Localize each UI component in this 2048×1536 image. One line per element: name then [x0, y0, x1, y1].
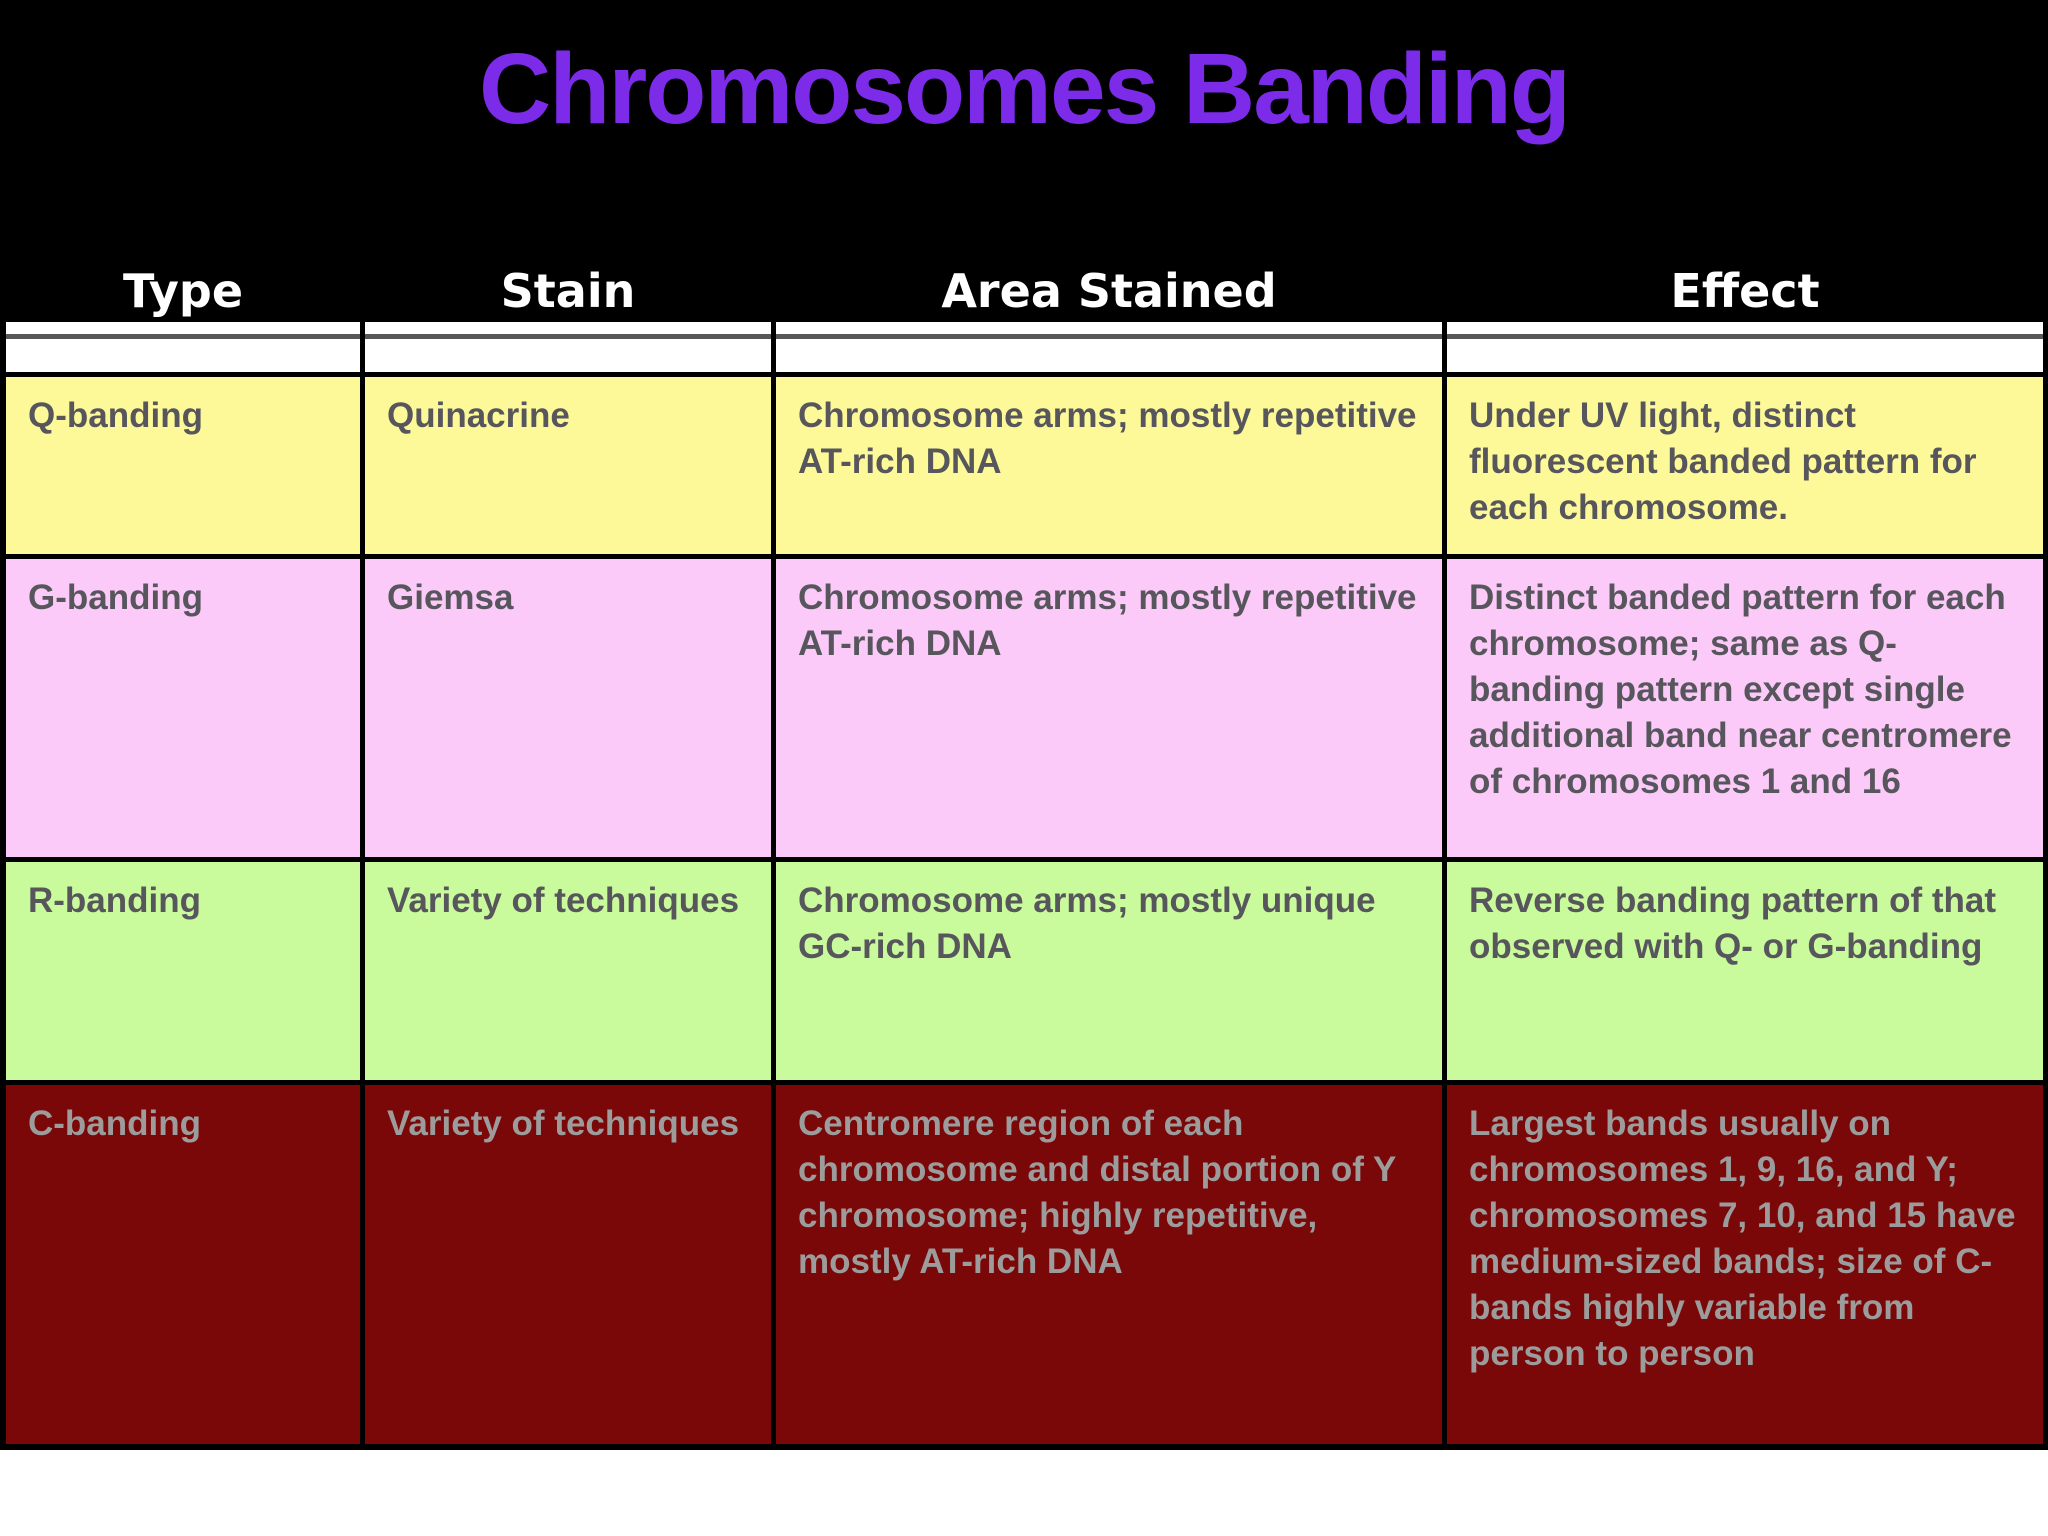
header-separator-cell: [776, 322, 1442, 372]
cell-cbanding-effect: Largest bands usually on chromosomes 1, …: [1447, 1085, 2043, 1444]
cell-cbanding-stain: Variety of techniques: [365, 1085, 771, 1444]
cell-gbanding-type: G-banding: [6, 559, 360, 857]
cell-qbanding-effect: Under UV light, distinct fluorescent ban…: [1447, 377, 2043, 554]
bottom-margin: [0, 1452, 2048, 1536]
cell-rbanding-type: R-banding: [6, 862, 360, 1080]
cell-qbanding-type: Q-banding: [6, 377, 360, 554]
column-header-stain: Stain: [500, 264, 636, 318]
header-separator-cell: [6, 322, 360, 372]
cell-rbanding-area: Chromosome arms; mostly unique GC-rich D…: [776, 862, 1442, 1080]
cell-cbanding-area: Centromere region of each chromosome and…: [776, 1085, 1442, 1444]
header-separator-cell: [365, 322, 771, 372]
cell-qbanding-stain: Quinacrine: [365, 377, 771, 554]
cell-rbanding-effect: Reverse banding pattern of that observed…: [1447, 862, 2043, 1080]
cell-rbanding-stain: Variety of techniques: [365, 862, 771, 1080]
page-title: Chromosomes Banding: [479, 33, 1571, 145]
cell-gbanding-effect: Distinct banded pattern for each chromos…: [1447, 559, 2043, 857]
cell-qbanding-area: Chromosome arms; mostly repetitive AT-ri…: [776, 377, 1442, 554]
cell-gbanding-area: Chromosome arms; mostly repetitive AT-ri…: [776, 559, 1442, 857]
cell-gbanding-stain: Giemsa: [365, 559, 771, 857]
header-separator-cell: [1447, 322, 2043, 372]
column-header-type: Type: [122, 264, 244, 318]
banding-table: Q-banding Quinacrine Chromosome arms; mo…: [0, 322, 2048, 1450]
slide-header-area: Chromosomes Banding Type Stain Area Stai…: [0, 0, 2048, 322]
column-header-area-stained: Area Stained: [941, 264, 1277, 318]
column-header-effect: Effect: [1670, 264, 1820, 318]
cell-cbanding-type: C-banding: [6, 1085, 360, 1444]
table-header-row: Type Stain Area Stained Effect: [0, 264, 2048, 322]
